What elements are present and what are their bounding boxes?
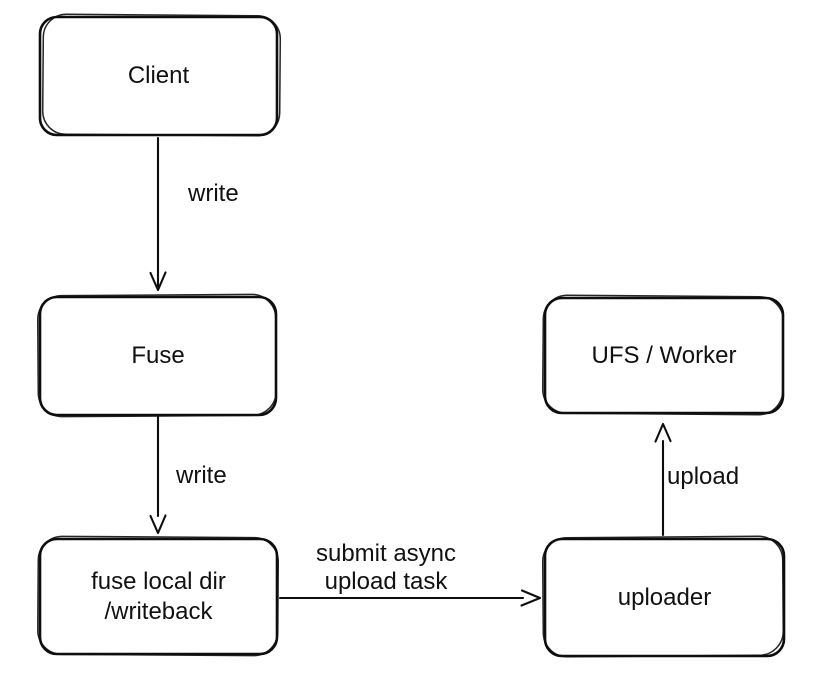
arrowhead-right-icon <box>520 589 542 607</box>
edge-client-to-fuse <box>149 136 167 292</box>
client-node-shape <box>38 13 282 137</box>
ufs-worker-node-shape <box>541 294 785 416</box>
edge-fuse-to-writeback <box>149 415 167 535</box>
arrowhead-down-icon <box>149 514 167 535</box>
writeback-node-shape <box>37 535 279 657</box>
edge-writeback-to-uploader <box>278 589 542 607</box>
uploader-node-shape <box>541 535 786 658</box>
fuse-node-shape <box>36 293 278 418</box>
edge-uploader-to-ufs <box>654 422 672 537</box>
arrowhead-up-icon <box>654 422 672 443</box>
arrowhead-down-icon <box>149 271 167 292</box>
